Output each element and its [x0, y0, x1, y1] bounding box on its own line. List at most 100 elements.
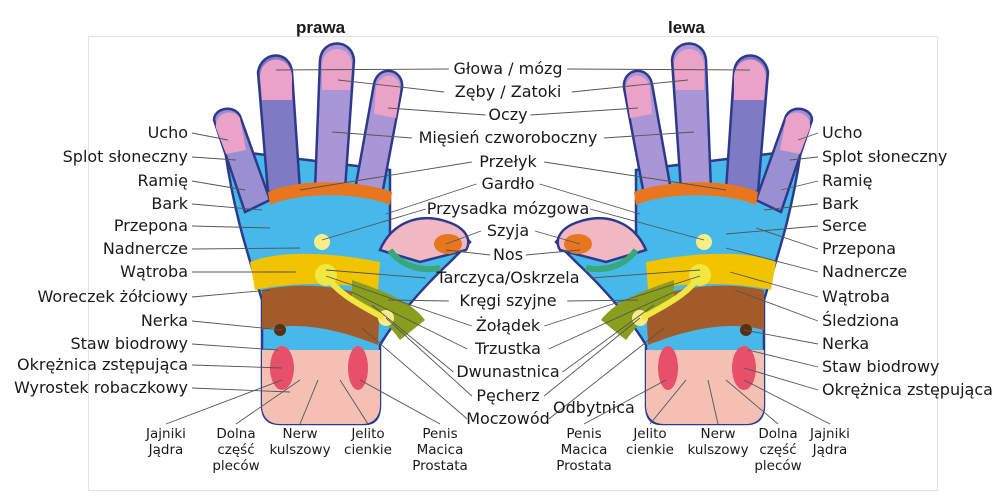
leader-line: [530, 107, 639, 116]
label-odbytnica: Odbytnica: [553, 398, 635, 417]
leader-line: [385, 183, 477, 215]
left-label: Bark: [151, 194, 188, 213]
left-label: Nadnercze: [102, 239, 188, 258]
center-label: Gardło: [481, 174, 535, 193]
left-label: Splot słoneczny: [62, 147, 188, 166]
leader-line: [544, 275, 701, 327]
leader-line: [567, 299, 639, 302]
leader-line: [797, 132, 819, 141]
right-label: Splot słoneczny: [822, 147, 948, 166]
bottom-right-label: Jajniki Jądra: [810, 426, 850, 458]
bottom-left-label: Dolna część pleców: [212, 426, 260, 474]
right-label: Nadnercze: [822, 262, 908, 281]
leader-line: [371, 304, 454, 373]
leader-line: [191, 156, 237, 161]
center-label: Nos: [492, 245, 524, 264]
leader-line: [590, 208, 705, 241]
center-label: Kręgi szyjne: [459, 291, 557, 310]
leader-line: [649, 379, 687, 425]
center-label: Pęcherz: [476, 386, 540, 405]
leader-line: [780, 180, 819, 191]
leader-line: [445, 249, 491, 256]
bottom-left-label: Jajniki Jądra: [146, 426, 186, 458]
leader-line: [331, 131, 413, 139]
leader-line: [590, 269, 701, 279]
right-label: Nerka: [822, 334, 870, 353]
leader-line: [387, 299, 449, 302]
leader-line: [525, 249, 581, 256]
leader-line: [743, 367, 819, 391]
center-label: Zęby / Zatoki: [454, 82, 562, 101]
bottom-right-label: Nerw kulszowy: [687, 426, 749, 458]
leader-line: [743, 329, 819, 345]
leader-line: [725, 379, 779, 425]
leader-line: [191, 180, 246, 191]
leader-line: [339, 379, 369, 425]
diagram-frame: [88, 36, 938, 491]
center-label: Żołądek: [475, 316, 541, 335]
left-label: Ucho: [147, 123, 188, 142]
leader-line: [755, 227, 819, 250]
bottom-left-label: Penis Macica Prostata: [412, 426, 468, 474]
leader-line: [191, 387, 291, 393]
center-label: Szyja: [486, 221, 530, 240]
bottom-right-label: Jelito cienkie: [626, 426, 674, 458]
leader-line: [548, 291, 675, 350]
leader-line: [789, 156, 819, 161]
left-label: Ramię: [137, 171, 188, 190]
leader-line: [387, 107, 486, 116]
leader-line: [729, 271, 819, 298]
leader-line: [361, 327, 468, 420]
left-label: Woreczek żółciowy: [37, 287, 188, 306]
center-label: Oczy: [488, 105, 528, 124]
leader-line: [299, 379, 319, 425]
leader-lines: [165, 68, 831, 425]
leader-line: [567, 68, 751, 71]
leader-line: [445, 230, 482, 245]
right-label: Serce: [822, 216, 867, 235]
leader-line: [337, 79, 445, 93]
right-label: Wątroba: [822, 287, 890, 306]
left-label: Staw biodrowy: [70, 334, 188, 353]
leader-line: [235, 379, 301, 425]
center-label: Moczowód: [466, 409, 550, 428]
leader-line: [191, 225, 271, 229]
leader-line: [707, 379, 719, 425]
leader-line: [725, 225, 819, 235]
leader-line: [571, 79, 689, 93]
right-label: Śledziona: [822, 311, 900, 330]
bottom-left-label: Nerw kulszowy: [269, 426, 331, 458]
bottom-right-label: Dolna część pleców: [754, 426, 802, 474]
center-label: Trzustka: [475, 339, 541, 358]
leader-line: [562, 304, 655, 373]
leader-line: [534, 230, 581, 245]
leader-line: [191, 203, 263, 211]
center-label: Przełyk: [479, 152, 537, 171]
left-label: Wątroba: [120, 262, 188, 281]
left-label: Wyrostek robaczkowy: [13, 378, 188, 397]
center-label: Przysadka mózgowa: [426, 199, 590, 218]
leader-line: [191, 247, 301, 250]
left-label: Okrężnica zstępująca: [17, 355, 188, 374]
right-label: Przepona: [822, 239, 897, 258]
center-label: Tarczyca/Oskrzela: [436, 268, 580, 287]
left-hand-title: lewa: [668, 18, 705, 37]
leader-line: [165, 379, 283, 425]
right-label: Ucho: [822, 123, 863, 142]
leader-line: [325, 275, 472, 327]
leader-line: [325, 269, 426, 279]
leader-line: [544, 161, 727, 191]
leader-line: [603, 131, 695, 139]
leader-line: [359, 379, 441, 425]
leader-line: [743, 379, 831, 425]
leader-line: [543, 317, 641, 397]
leader-line: [734, 289, 819, 322]
leader-line: [747, 349, 819, 368]
leader-line: [351, 291, 468, 350]
right-hand-title: prawa: [296, 18, 346, 37]
left-label: Nerka: [140, 311, 188, 330]
center-label: Głowa / mózg: [453, 59, 563, 78]
left-label: Przepona: [113, 216, 188, 235]
leader-line: [275, 68, 449, 71]
